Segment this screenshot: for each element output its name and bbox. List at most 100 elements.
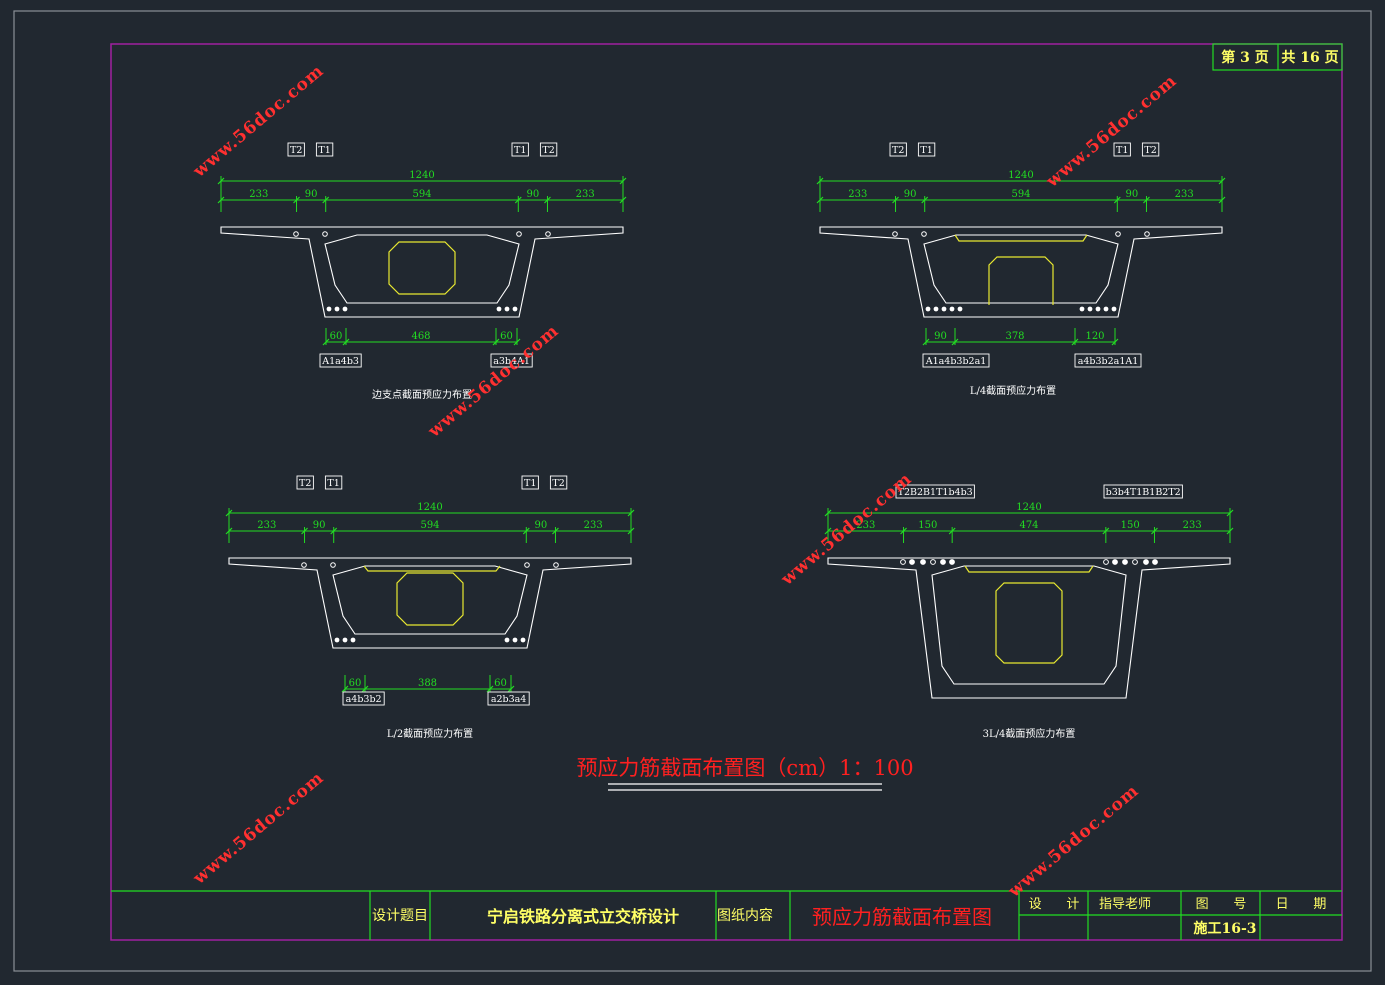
segment-text-2: 594 bbox=[412, 189, 431, 200]
tag-right-0-text: T1 bbox=[524, 478, 536, 489]
tag-right-0-box bbox=[1103, 484, 1183, 499]
segment-tick-end bbox=[1218, 196, 1226, 204]
tag-left-1-box bbox=[324, 475, 343, 490]
top-tendon-5 bbox=[949, 559, 955, 565]
top-tendon-11 bbox=[1152, 559, 1158, 565]
bottom-dim-text-2: 120 bbox=[1085, 331, 1104, 342]
top-tendon-3 bbox=[553, 562, 559, 568]
drawing-no-label: 图 号 bbox=[1196, 897, 1247, 912]
bottom-tag-1-box bbox=[1074, 353, 1142, 368]
bottom-tag-1-box bbox=[487, 691, 530, 706]
design-topic-label: 设计题目 bbox=[372, 908, 428, 924]
section-caption: 边支点截面预应力布置 bbox=[372, 388, 472, 401]
bottom-tendon-left-0 bbox=[925, 306, 931, 312]
girder-outline bbox=[228, 557, 632, 649]
bottom-tendon-right-4 bbox=[1079, 306, 1085, 312]
page-current: 第 3 页 bbox=[1221, 49, 1269, 66]
bottom-tendon-left-1 bbox=[342, 637, 348, 643]
bottom-tendon-left-1 bbox=[933, 306, 939, 312]
bottom-tendon-left-0 bbox=[334, 637, 340, 643]
tag-right-1-box bbox=[549, 475, 568, 490]
bottom-tag-0-text: a4b3b2 bbox=[346, 694, 382, 705]
segment-text-1: 90 bbox=[904, 189, 917, 200]
duct-block bbox=[988, 256, 1054, 305]
tag-left-0-box bbox=[296, 475, 314, 490]
bottom-tag-1-text: a4b3b2a1A1 bbox=[1078, 356, 1139, 367]
tag-right-1-text: T2 bbox=[1144, 145, 1156, 156]
main-title: 预应力筋截面布置图（cm）1：100 bbox=[576, 756, 913, 780]
top-tendon-3 bbox=[930, 559, 936, 565]
bottom-tag-0-text: A1a4b3 bbox=[321, 356, 359, 367]
content-label: 图纸内容 bbox=[717, 907, 773, 924]
tag-left-0-box bbox=[287, 142, 305, 157]
tag-right-0-box bbox=[1113, 142, 1131, 157]
outer-border bbox=[13, 10, 1372, 972]
tag-left-0-box bbox=[889, 142, 907, 157]
section-caption: L/2截面预应力布置 bbox=[387, 727, 473, 740]
bottom-tendon-left-2 bbox=[342, 306, 348, 312]
segment-text-3: 150 bbox=[1121, 520, 1140, 531]
segment-tick-0 bbox=[225, 527, 233, 535]
girder-cell bbox=[923, 234, 1119, 304]
bottom-tag-1-text: a3b4A1 bbox=[493, 356, 530, 367]
top-tendon-2 bbox=[920, 559, 926, 565]
main-title-group: 预应力筋截面布置图（cm）1：100 bbox=[576, 756, 914, 791]
top-tendon-1 bbox=[909, 559, 915, 565]
bottom-tag-0-box bbox=[319, 353, 362, 368]
segment-tick-end bbox=[619, 196, 627, 204]
bottom-dim-text-2: 60 bbox=[494, 678, 507, 689]
watermark-4: www.56doc.com bbox=[189, 768, 328, 889]
watermark-1: www.56doc.com bbox=[424, 321, 563, 442]
bottom-tendon-right-0 bbox=[512, 306, 518, 312]
girder-outline bbox=[819, 226, 1223, 318]
segment-tick-0 bbox=[217, 196, 225, 204]
tag-left-0-text: T2 bbox=[892, 145, 904, 156]
segment-text-1: 90 bbox=[313, 520, 326, 531]
tag-left-0-box bbox=[895, 484, 975, 499]
duct-top-strip bbox=[363, 565, 501, 572]
bottom-tendon-right-0 bbox=[1111, 306, 1117, 312]
segment-text-3: 90 bbox=[1126, 189, 1139, 200]
tag-right-1-text: T2 bbox=[552, 478, 564, 489]
title-block: 设计题目 宁启铁路分离式立交桥设计 图纸内容 预应力筋截面布置图 设 计 指导老… bbox=[111, 890, 1342, 940]
tag-right-0-box bbox=[511, 142, 529, 157]
design-topic: 宁启铁路分离式立交桥设计 bbox=[487, 907, 679, 926]
segment-text-4: 233 bbox=[1183, 520, 1202, 531]
bottom-tendon-right-1 bbox=[1103, 306, 1109, 312]
segment-text-0: 233 bbox=[249, 189, 268, 200]
top-tendon-10 bbox=[1143, 559, 1149, 565]
segment-text-4: 233 bbox=[584, 520, 603, 531]
bottom-dim-text-0: 90 bbox=[934, 331, 947, 342]
advisor-label: 指导老师 bbox=[1099, 897, 1151, 912]
top-tendon-7 bbox=[1112, 559, 1118, 565]
watermark-2: www.56doc.com bbox=[1042, 71, 1181, 192]
tag-left-1-box bbox=[917, 142, 936, 157]
watermark-0: www.56doc.com bbox=[189, 61, 328, 182]
bottom-dim-text-0: 60 bbox=[349, 678, 362, 689]
top-tendon-6 bbox=[1103, 559, 1109, 565]
watermark-5: www.56doc.com bbox=[1004, 781, 1143, 902]
section-caption: L/4截面预应力布置 bbox=[970, 384, 1056, 397]
top-tendon-4 bbox=[940, 559, 946, 565]
bottom-dim-text-2: 60 bbox=[500, 331, 513, 342]
tag-left-0-text: T2 bbox=[299, 478, 311, 489]
top-tendon-3 bbox=[1144, 231, 1150, 237]
girder-cell bbox=[324, 234, 520, 304]
bottom-tag-0-box bbox=[922, 353, 990, 368]
drawing-number: 施工16-3 bbox=[1193, 920, 1256, 937]
segment-text-0: 233 bbox=[848, 189, 867, 200]
tag-right-0-text: T1 bbox=[1116, 145, 1128, 156]
bottom-tendon-right-1 bbox=[512, 637, 518, 643]
bottom-dim-text-1: 378 bbox=[1005, 331, 1024, 342]
girder-outline bbox=[220, 226, 624, 318]
girder-cell bbox=[332, 565, 528, 635]
duct-top-strip bbox=[964, 565, 1094, 573]
bottom-tendon-right-3 bbox=[1087, 306, 1093, 312]
top-tendon-1 bbox=[921, 231, 927, 237]
bottom-tendon-right-1 bbox=[504, 306, 510, 312]
bottom-tendon-left-2 bbox=[350, 637, 356, 643]
segment-text-4: 233 bbox=[1175, 189, 1194, 200]
overall-dim-text: 1240 bbox=[409, 170, 434, 181]
